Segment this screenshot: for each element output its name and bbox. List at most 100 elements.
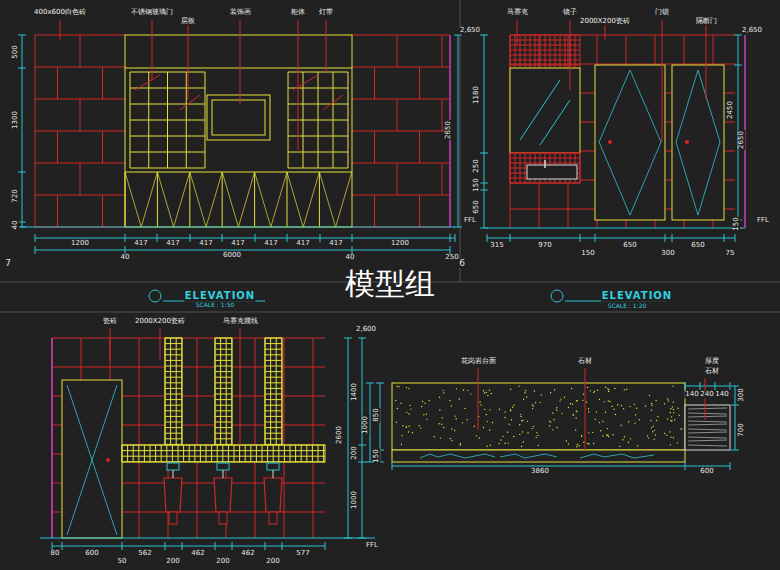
glass-hatch (180, 95, 200, 110)
tile-joint (57, 131, 58, 163)
door-edge (254, 172, 255, 227)
granite-speckle (619, 446, 620, 447)
dimension-text: 75 (725, 250, 736, 257)
tile-joint (52, 338, 325, 339)
dimension-text: 650 (622, 242, 637, 249)
granite-speckle (455, 418, 456, 419)
mosaic-joint (138, 445, 139, 462)
mosaic-joint (215, 371, 232, 372)
callout-text: 瓷砖 (102, 318, 118, 325)
tile-joint (442, 35, 443, 67)
dimension-text: 200 (215, 558, 230, 565)
dimension-tick (282, 542, 283, 550)
dimension-tick (165, 542, 166, 550)
granite-speckle (626, 389, 627, 390)
granite-speckle (622, 439, 623, 440)
mosaic-joint (265, 427, 282, 428)
tile-joint (102, 67, 103, 99)
granite-speckle (396, 385, 397, 386)
granite-speckle (426, 414, 427, 415)
granite-speckle (549, 420, 550, 421)
granite-speckle (479, 401, 480, 402)
dimension-line (362, 338, 363, 538)
granite-speckle (608, 400, 609, 401)
granite-speckle (572, 403, 573, 404)
dimension-text: 700 (738, 422, 745, 437)
glass-grid (288, 168, 348, 169)
mosaic-joint (165, 438, 182, 439)
granite-speckle (509, 424, 510, 425)
mosaic-joint (165, 338, 182, 339)
door-edge (222, 172, 223, 227)
section-marker (551, 290, 563, 302)
view-title: ELEVATION (601, 291, 673, 302)
dimension-text: 150 (373, 448, 380, 463)
granite-speckle (553, 419, 554, 420)
mosaic-joint (265, 399, 282, 400)
mosaic-joint (510, 153, 580, 154)
dimension-tick (358, 338, 366, 339)
dimension-tick (344, 338, 352, 339)
dimension-tick (450, 246, 451, 254)
granite-speckle (594, 391, 595, 392)
granite-speckle (634, 404, 635, 405)
granite-speckle (512, 407, 513, 408)
mosaic-joint (276, 338, 277, 445)
door-edge (319, 172, 320, 227)
dimension-tick (510, 234, 511, 242)
dimension-text: 417 (230, 240, 245, 247)
mosaic-joint (265, 410, 282, 411)
granite-speckle (527, 432, 528, 433)
dimension-tick (487, 234, 488, 242)
callout-text: 花岗岩台面 (460, 358, 497, 365)
granite-speckle (527, 421, 528, 422)
granite-speckle (651, 403, 652, 404)
urinal-drain (269, 512, 277, 524)
dimension-tick (730, 462, 731, 470)
granite-speckle (464, 408, 465, 409)
granite-speckle (540, 402, 541, 403)
dimension-tick (344, 538, 352, 539)
granite-speckle (487, 395, 488, 396)
mosaic-joint (295, 445, 296, 462)
dimension-text: 40 (12, 220, 19, 231)
mosaic-joint (215, 399, 232, 400)
granite-speckle (552, 412, 553, 413)
floor-line (40, 538, 375, 539)
dimension-text: 500 (12, 44, 19, 59)
mosaic-joint (122, 461, 325, 462)
granite-speckle (440, 437, 441, 438)
tv-screen (212, 100, 265, 135)
dimension-line (484, 35, 485, 228)
leader-line (240, 328, 241, 445)
mosaic-joint (172, 445, 173, 462)
tile-joint (419, 195, 420, 227)
dimension-text: 417 (328, 240, 343, 247)
granite-speckle (656, 420, 657, 421)
granite-speckle (605, 387, 606, 388)
mosaic-joint (265, 377, 282, 378)
granite-speckle (476, 435, 477, 436)
door-edge (287, 172, 288, 227)
granite-speckle (556, 427, 557, 428)
mosaic-joint (165, 416, 182, 417)
dimension-line (35, 238, 455, 239)
granite-speckle (438, 423, 439, 424)
mosaic-joint (265, 433, 282, 434)
dimension-text: 300 (660, 250, 675, 257)
granite-speckle (654, 430, 655, 431)
granite-speckle (588, 443, 589, 444)
granite-speckle (624, 389, 625, 390)
door-handle (106, 458, 110, 462)
granite-speckle (421, 406, 422, 407)
mosaic-joint (165, 410, 182, 411)
mosaic-joint (215, 338, 232, 339)
granite-speckle (672, 385, 673, 386)
callout-text: 镜子 (562, 9, 578, 16)
dimension-line (487, 238, 735, 239)
mosaic-joint (165, 343, 182, 344)
granite-speckle (578, 445, 579, 446)
door-swing (206, 172, 222, 227)
counter-line (125, 172, 352, 173)
mosaic-joint (265, 388, 282, 389)
